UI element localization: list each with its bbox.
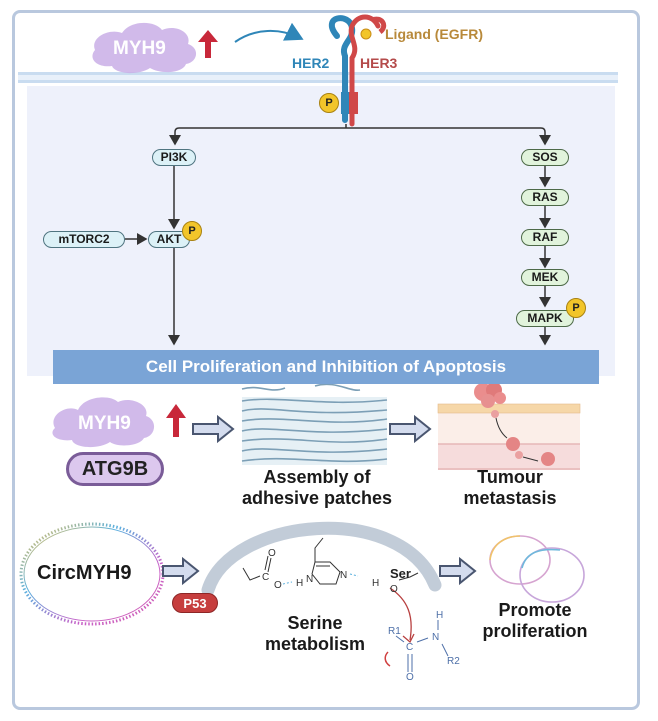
node-akt: AKT bbox=[148, 231, 190, 248]
adhesion-caption: Assembly of adhesive patches bbox=[222, 467, 412, 509]
ligand-label: Ligand (EGFR) bbox=[385, 26, 483, 42]
node-sos: SOS bbox=[521, 149, 569, 166]
hollow-arrow-icon bbox=[162, 556, 200, 586]
red-small-arrow-icon bbox=[384, 651, 391, 667]
metastasis-caption-line2: metastasis bbox=[463, 488, 557, 508]
curved-arrow-icon bbox=[234, 22, 304, 43]
serine-caption-line1: Serine bbox=[287, 613, 343, 633]
her2-label: HER2 bbox=[292, 55, 330, 71]
chem-n3: N bbox=[432, 632, 440, 643]
proliferation-rings bbox=[489, 535, 585, 603]
outcome-banner: Cell Proliferation and Inhibition of Apo… bbox=[53, 350, 599, 384]
node-mtorc2: mTORC2 bbox=[43, 231, 125, 248]
up-arrow-icon bbox=[198, 30, 218, 58]
serine-caption-line2: metabolism bbox=[264, 634, 366, 654]
serine-caption: Serine metabolism bbox=[250, 613, 380, 655]
chem-c1: C bbox=[262, 572, 270, 583]
chem-c2: C bbox=[406, 642, 414, 653]
her3-label: HER3 bbox=[360, 55, 398, 71]
chem-o-bottom: O bbox=[406, 672, 414, 683]
phospho-badge-mapk: P bbox=[566, 298, 586, 318]
chem-h2: H bbox=[372, 578, 380, 589]
catalytic-triad-structure bbox=[242, 537, 419, 585]
adhesive-patches-illustration bbox=[241, 383, 388, 465]
chem-o-minus: O bbox=[274, 580, 282, 591]
tumour-metastasis-illustration bbox=[437, 382, 581, 470]
node-mapk: MAPK bbox=[516, 310, 574, 327]
node-mek: MEK bbox=[521, 269, 569, 286]
chem-r2: R2 bbox=[447, 656, 460, 667]
myh9-label-top: MYH9 bbox=[113, 38, 166, 59]
chem-n2: N bbox=[340, 570, 348, 581]
amide-structure bbox=[395, 620, 449, 672]
promote-caption-line1: Promote bbox=[498, 600, 572, 620]
her3-receptor bbox=[348, 14, 387, 127]
phospho-badge-akt: P bbox=[182, 221, 202, 241]
hollow-arrow-icon bbox=[389, 414, 432, 444]
hollow-arrow-icon bbox=[192, 414, 235, 444]
hollow-arrow-icon bbox=[439, 556, 477, 586]
cytoplasm-region bbox=[27, 86, 615, 376]
chem-n1: N bbox=[306, 574, 314, 585]
metastasis-caption: Tumour metastasis bbox=[440, 467, 580, 509]
chem-o-ser: O bbox=[390, 584, 398, 595]
promote-caption-line2: proliferation bbox=[482, 621, 588, 641]
cell-membrane bbox=[18, 72, 618, 83]
node-ras: RAS bbox=[521, 189, 569, 206]
myh9-cloud-middle bbox=[52, 397, 155, 448]
chem-h1: H bbox=[296, 578, 304, 589]
metastasis-caption-line1: Tumour bbox=[477, 467, 543, 487]
up-arrow-icon bbox=[166, 404, 186, 437]
chem-h3: H bbox=[436, 610, 444, 621]
p53-badge: P53 bbox=[172, 593, 218, 613]
myh9-label-middle: MYH9 bbox=[78, 413, 131, 434]
myh9-cloud-top bbox=[92, 22, 197, 74]
promote-caption: Promote proliferation bbox=[470, 600, 600, 642]
chem-r1: R1 bbox=[388, 626, 401, 637]
phospho-badge-receptor: P bbox=[319, 93, 339, 113]
chem-o-top: O bbox=[268, 548, 276, 559]
circmyh9-label: CircMYH9 bbox=[37, 562, 132, 584]
adhesion-caption-line2: adhesive patches bbox=[241, 488, 393, 508]
adhesion-caption-line1: Assembly of bbox=[263, 467, 371, 487]
red-curved-arrow-icon bbox=[389, 587, 412, 641]
hydrogen-bonds bbox=[282, 573, 359, 585]
node-pi3k: PI3K bbox=[152, 149, 196, 166]
chem-ser: Ser bbox=[390, 566, 411, 581]
enzyme-arc bbox=[201, 521, 442, 597]
node-raf: RAF bbox=[521, 229, 569, 246]
atg9b-label: ATG9B bbox=[66, 452, 164, 486]
